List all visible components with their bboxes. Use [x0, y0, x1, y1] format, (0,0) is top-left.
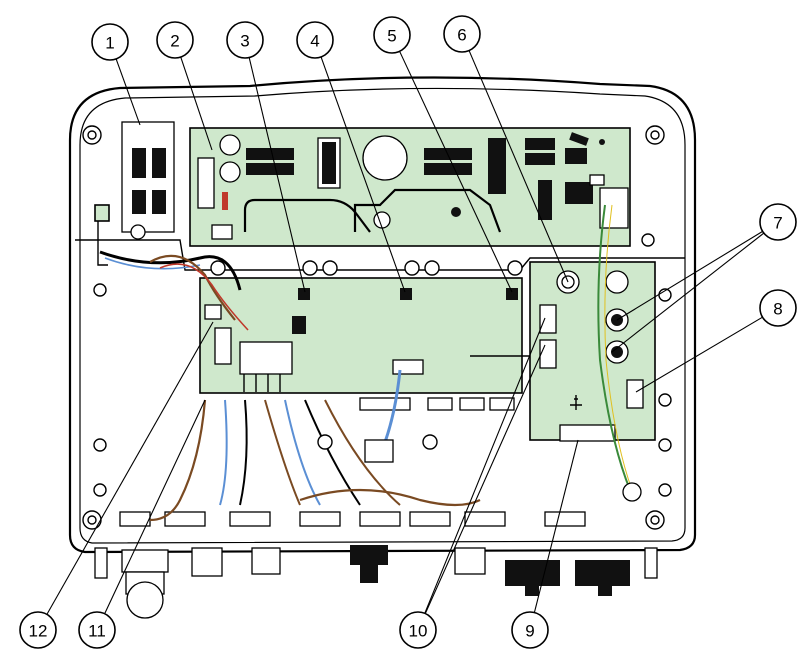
leader-line-9 [533, 439, 579, 613]
leader-line-7 [616, 230, 763, 321]
leader-line-10-2 [424, 317, 546, 614]
callout-circle [226, 21, 264, 59]
callout-label: 11 [88, 622, 106, 641]
callout-2: 2 [156, 21, 194, 59]
leader-line-2 [180, 56, 213, 151]
callout-circle [443, 15, 481, 53]
callout-6: 6 [443, 15, 481, 53]
callout-label: 6 [457, 26, 466, 45]
callout-10: 10 [399, 611, 437, 649]
callout-1: 1 [91, 23, 129, 61]
callout-12: 12 [19, 611, 57, 649]
callout-3: 3 [226, 21, 264, 59]
callout-circle [91, 23, 129, 61]
leader-line-1 [115, 58, 141, 126]
callout-11: 11 [78, 611, 116, 649]
callout-9: 9 [511, 611, 549, 649]
relay-module [94, 121, 175, 240]
callout-circle [759, 289, 797, 327]
callout-8: 8 [759, 289, 797, 327]
callout-5: 5 [373, 16, 411, 54]
leader-lines [46, 50, 765, 615]
leader-line-5 [399, 51, 513, 293]
callout-circle [373, 16, 411, 54]
callout-circle [156, 21, 194, 59]
callout-4: 4 [296, 21, 334, 59]
leader-line-3 [248, 57, 306, 293]
leader-line-10 [424, 344, 546, 614]
main-board [199, 260, 530, 411]
leader-line-11 [104, 399, 206, 614]
callout-label: 7 [773, 214, 782, 233]
callout-label: 1 [105, 34, 114, 53]
cable-glands [94, 511, 658, 619]
callout-circle [399, 611, 437, 649]
leader-line-12 [46, 321, 214, 615]
callout-7: 7 [759, 203, 797, 241]
callout-label: 2 [170, 32, 179, 51]
callout-label: 4 [310, 32, 319, 51]
callout-label: 8 [773, 300, 782, 319]
callout-label: 12 [29, 622, 48, 641]
callout-label: 10 [409, 622, 428, 641]
callout-circle [78, 611, 116, 649]
leader-line-4 [320, 56, 406, 293]
callout-circle [511, 611, 549, 649]
power-supply-board [189, 127, 631, 247]
wiring [99, 204, 642, 522]
callout-label: 5 [387, 27, 396, 46]
leader-line-8 [635, 316, 763, 393]
callout-circle [759, 203, 797, 241]
callout-circle [19, 611, 57, 649]
leader-line-7-2 [611, 232, 765, 353]
leader-line-6 [468, 50, 569, 283]
terminal-board [529, 261, 656, 442]
callout-label: 3 [240, 32, 249, 51]
callout-label: 9 [525, 622, 534, 641]
callout-circle [296, 21, 334, 59]
